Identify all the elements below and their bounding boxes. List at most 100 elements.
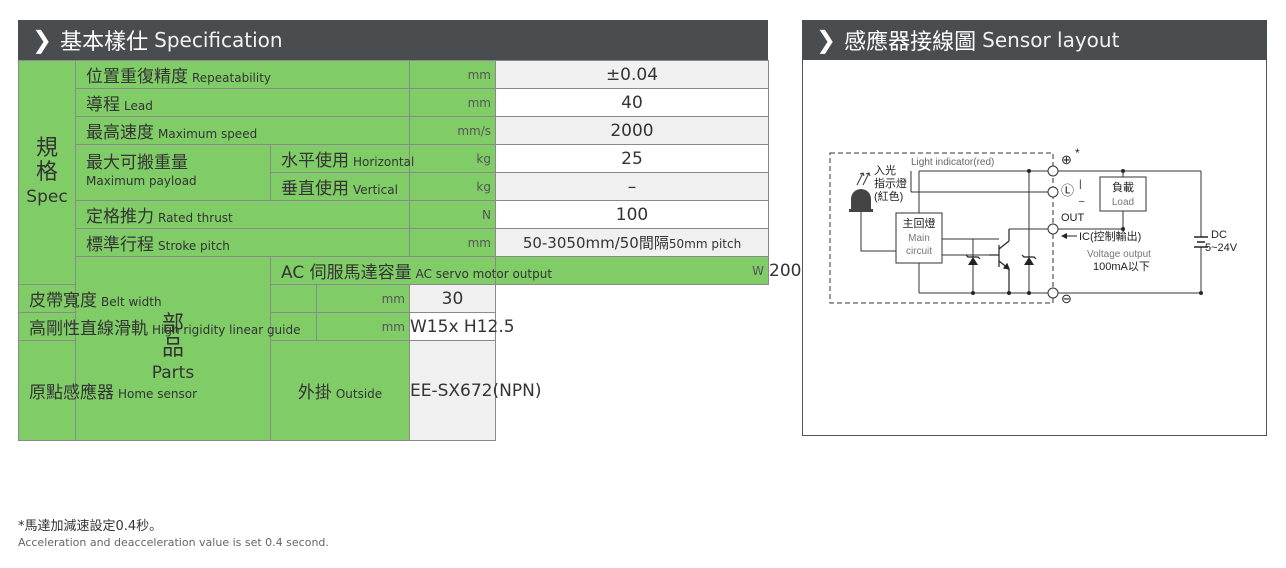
l-symbol: Ⓛ [1061,183,1074,198]
main-circuit-box [895,212,943,264]
label-zh: 位置重復精度 [86,67,188,87]
footnote-en: Acceleration and deacceleration value is… [18,536,329,549]
arrow-left-icon [1061,233,1077,239]
load-box [1099,176,1147,212]
light-indicator-label: Light indicator(red) [911,157,994,168]
value-small: 50mm pitch [668,237,742,251]
current-label: 100mA以下 [1093,261,1150,273]
label-en: Lead [124,99,153,113]
row-label: 位置重復精度 Repeatability [75,60,410,89]
row-value: W15x H12.5 [409,312,515,341]
row-unit: kg [409,144,496,173]
minus-symbol: ⊖ [1061,291,1072,306]
row-label: 最高速度 Maximum speed [75,116,410,145]
label-en: High rigidity linear guide [152,323,301,337]
spec-header: ❯ 基本樣仕 Specification [18,20,768,60]
label-en: Home sensor [118,387,198,401]
sub-label-en: Vertical [353,183,398,197]
sensor-header-zh: 感應器接線圖 [844,30,977,55]
label-zh: 標準行程 [86,235,154,255]
row-unit: mm [409,88,496,117]
table-row: 標準行程 Stroke pitch mm 50-3050mm/50間隔50mm p… [19,228,769,257]
footnote: *馬達加減速設定0.4秒。 Acceleration and deacceler… [18,515,329,549]
load-plus-mark: | [1079,179,1082,190]
load-zh: 負載 [1112,181,1134,194]
indicator-zh1: 入光 [874,163,896,177]
ic-label: IC(控制輸出) [1079,229,1141,243]
indicator-zh3: (紅色) [874,189,903,203]
row-label: 高剛性直線滑軌 High rigidity linear guide [18,312,317,341]
row-value: EE-SX672(NPN) [409,340,541,441]
row-unit: mm [316,312,410,341]
star-symbol: * [1075,146,1080,160]
battery-icon [1194,236,1208,248]
row-value: 2000 [495,116,769,145]
row-label: 原點感應器 Home sensor [18,340,271,441]
group-spec-zh: 規 格 [35,135,58,185]
dc-label: DC [1211,229,1227,241]
sensor-layout-panel: ❯ 感應器接線圖 Sensor layout Light indicator(r… [802,20,1267,436]
row-value: ±0.04 [495,60,769,89]
sub-label: 垂直使用 Vertical [270,172,410,201]
label-en: Stroke pitch [158,239,230,253]
label-zh: AC 伺服馬達容量 [281,263,412,283]
table-row: 導程 Lead mm 40 [19,88,769,117]
label-en: Repeatability [192,71,272,85]
label-zh: 皮帶寬度 [29,291,97,311]
row-unit: W [495,256,769,285]
row-label: 皮帶寬度 Belt width [18,284,317,313]
led-icon [849,189,873,212]
row-unit: mm [316,284,410,313]
spec-header-en: Specification [154,28,283,52]
label-zh: 定格推力 [86,207,154,227]
mount-en: Outside [335,387,383,401]
label-zh: 導程 [86,95,120,115]
row-unit: mm [409,228,496,257]
terminal-plus [1047,165,1059,177]
row-label: 定格推力 Rated thrust [75,200,410,229]
terminal-minus [1047,287,1059,299]
label-zh: 原點感應器 [29,383,114,403]
row-value: 40 [495,88,769,117]
row-unit: N [409,200,496,229]
transistor-icon [989,229,1010,293]
label-zh: 最大可搬重量 [86,153,188,173]
spec-header-zh: 基本樣仕 [60,30,149,55]
main-circuit-zh: 主回燈 [903,216,936,230]
row-value: 50-3050mm/50間隔50mm pitch [495,228,769,257]
label-en: Rated thrust [158,211,233,225]
chevron-right-icon: ❯ [32,26,53,54]
zener-diode-icon [965,254,981,265]
label-en: Belt width [101,295,162,309]
terminal-out [1047,223,1059,235]
chevron-right-icon: ❯ [816,26,837,54]
main-circuit-en1: Main [908,233,930,244]
out-label: OUT [1061,212,1085,224]
row-label: 標準行程 Stroke pitch [75,228,410,257]
label-en: Maximum speed [158,127,258,141]
load-minus-mark: – [1079,196,1085,207]
label-en: AC servo motor output [415,267,553,281]
terminal-l [1047,186,1059,198]
voltage-output-label: Voltage output [1087,249,1151,260]
row-unit: mm/s [409,116,496,145]
main-circuit-en2: circuit [906,246,932,257]
row-value: – [495,172,769,201]
label-zh: 最高速度 [86,123,154,143]
label-zh: 高剛性直線滑軌 [29,319,148,339]
mount-zh: 外掛 [297,383,332,403]
sub-label-zh: 水平使用 [281,151,349,171]
sub-label-zh: 垂直使用 [281,179,349,199]
value-main: 50-3050mm/50間隔 [522,234,669,252]
